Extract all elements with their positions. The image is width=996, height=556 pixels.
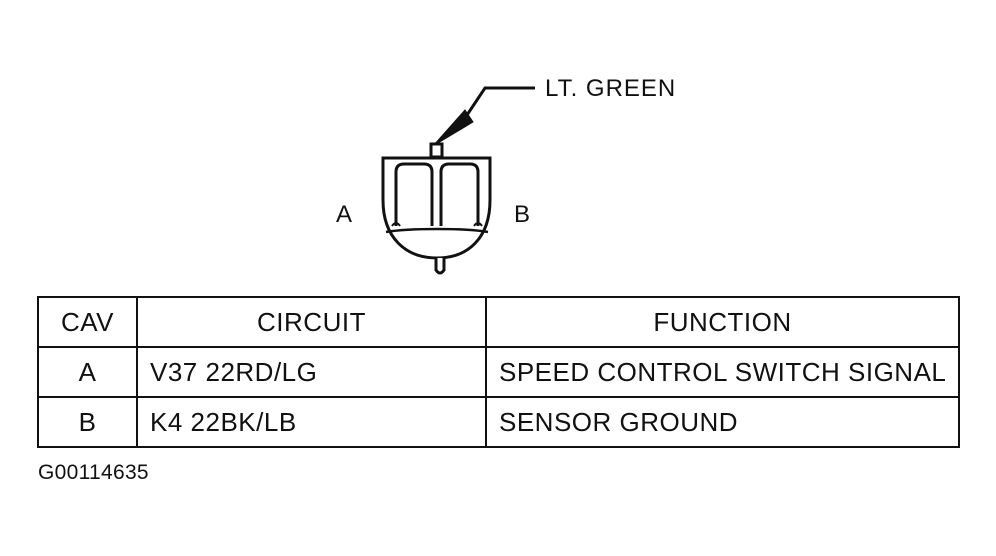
cavity-b-label: B bbox=[514, 201, 530, 228]
leader-line bbox=[463, 86, 535, 119]
cavity-b bbox=[439, 162, 480, 226]
cell-cav: B bbox=[37, 396, 138, 448]
table-row: B K4 22BK/LB SENSOR GROUND bbox=[37, 396, 960, 448]
cell-function: SENSOR GROUND bbox=[485, 396, 960, 448]
connector-housing bbox=[381, 156, 492, 260]
wire-color-label: LT. GREEN bbox=[545, 75, 676, 102]
cell-cav: A bbox=[37, 346, 138, 398]
connector-tab-top bbox=[429, 142, 444, 159]
header-cav: CAV bbox=[37, 296, 138, 348]
cavity-a-label: A bbox=[336, 201, 352, 228]
table-header-row: CAV CIRCUIT FUNCTION bbox=[37, 296, 960, 348]
cell-function: SPEED CONTROL SWITCH SIGNAL bbox=[485, 346, 960, 398]
table-row: A V37 22RD/LG SPEED CONTROL SWITCH SIGNA… bbox=[37, 346, 960, 398]
connector-inner-edge bbox=[385, 227, 489, 234]
header-circuit: CIRCUIT bbox=[136, 296, 487, 348]
connector-drawing: LT. GREEN A B bbox=[336, 75, 676, 275]
header-function: FUNCTION bbox=[485, 296, 960, 348]
cavity-b-foot bbox=[473, 222, 483, 227]
cavity-a-foot bbox=[391, 222, 401, 227]
cell-circuit: K4 22BK/LB bbox=[136, 396, 487, 448]
figure-id: G00114635 bbox=[38, 461, 149, 484]
pin-table: CAV CIRCUIT FUNCTION A V37 22RD/LG SPEED… bbox=[37, 296, 960, 448]
connector-key-bottom bbox=[434, 258, 446, 275]
cavity-a bbox=[394, 162, 434, 226]
cell-circuit: V37 22RD/LG bbox=[136, 346, 487, 398]
leader-arrowhead bbox=[432, 109, 474, 147]
